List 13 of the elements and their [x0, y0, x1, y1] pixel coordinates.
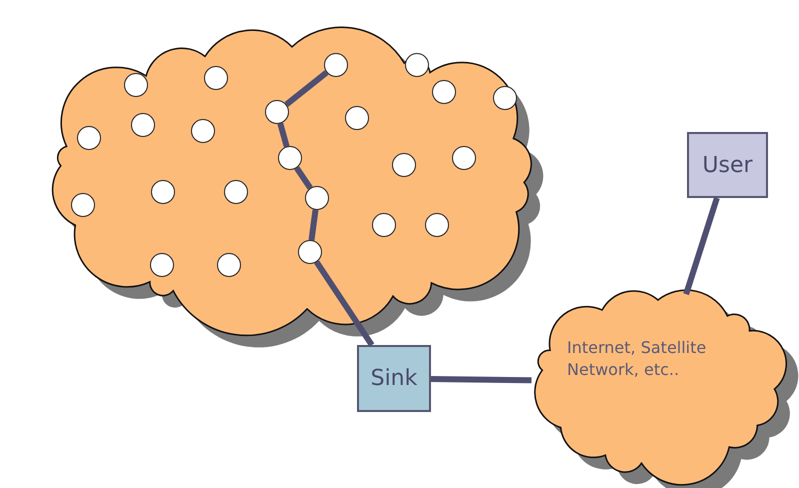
connection-line	[284, 70, 328, 107]
connection-line	[683, 197, 720, 296]
node-box	[357, 345, 431, 412]
node-label: User	[702, 152, 753, 178]
connection-line	[294, 166, 313, 190]
network-label: Internet, Satellite Network, etc..	[567, 337, 708, 381]
connection-line	[308, 210, 318, 240]
node-box	[687, 132, 768, 198]
node-label: Sink	[370, 366, 418, 391]
connection-line	[314, 260, 374, 347]
connection-line	[277, 122, 290, 148]
sensor-node-circle	[405, 53, 429, 77]
connection-line	[430, 376, 532, 384]
